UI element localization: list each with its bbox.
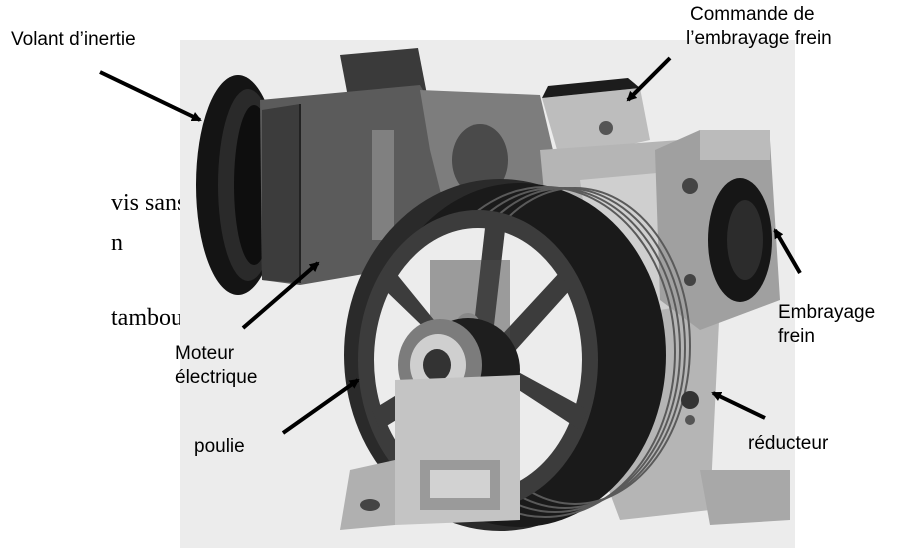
arrow-moteur (241, 261, 320, 330)
bg-text-n: n (111, 230, 123, 256)
label-moteur-line1: Moteur (175, 343, 235, 364)
arrow-reducteur (711, 391, 766, 420)
arrow-commande (626, 56, 672, 102)
arrow-poulie (281, 378, 360, 435)
bg-text-tambour: tambour (111, 305, 191, 331)
label-commande-line1: Commande de (690, 4, 815, 25)
label-reducteur: réducteur (748, 433, 829, 454)
label-volant: Volant d’inertie (11, 29, 136, 50)
label-commande-line2: l’embrayage frein (686, 28, 832, 49)
arrow-volant (99, 70, 202, 122)
brake-control-box (542, 88, 650, 160)
label-poulie: poulie (194, 436, 245, 457)
label-moteur-line2: électrique (175, 367, 258, 388)
arrow-embrayage (773, 228, 802, 275)
label-embrayage-line1: Embrayage (778, 302, 876, 323)
label-embrayage-line2: frein (778, 326, 815, 347)
